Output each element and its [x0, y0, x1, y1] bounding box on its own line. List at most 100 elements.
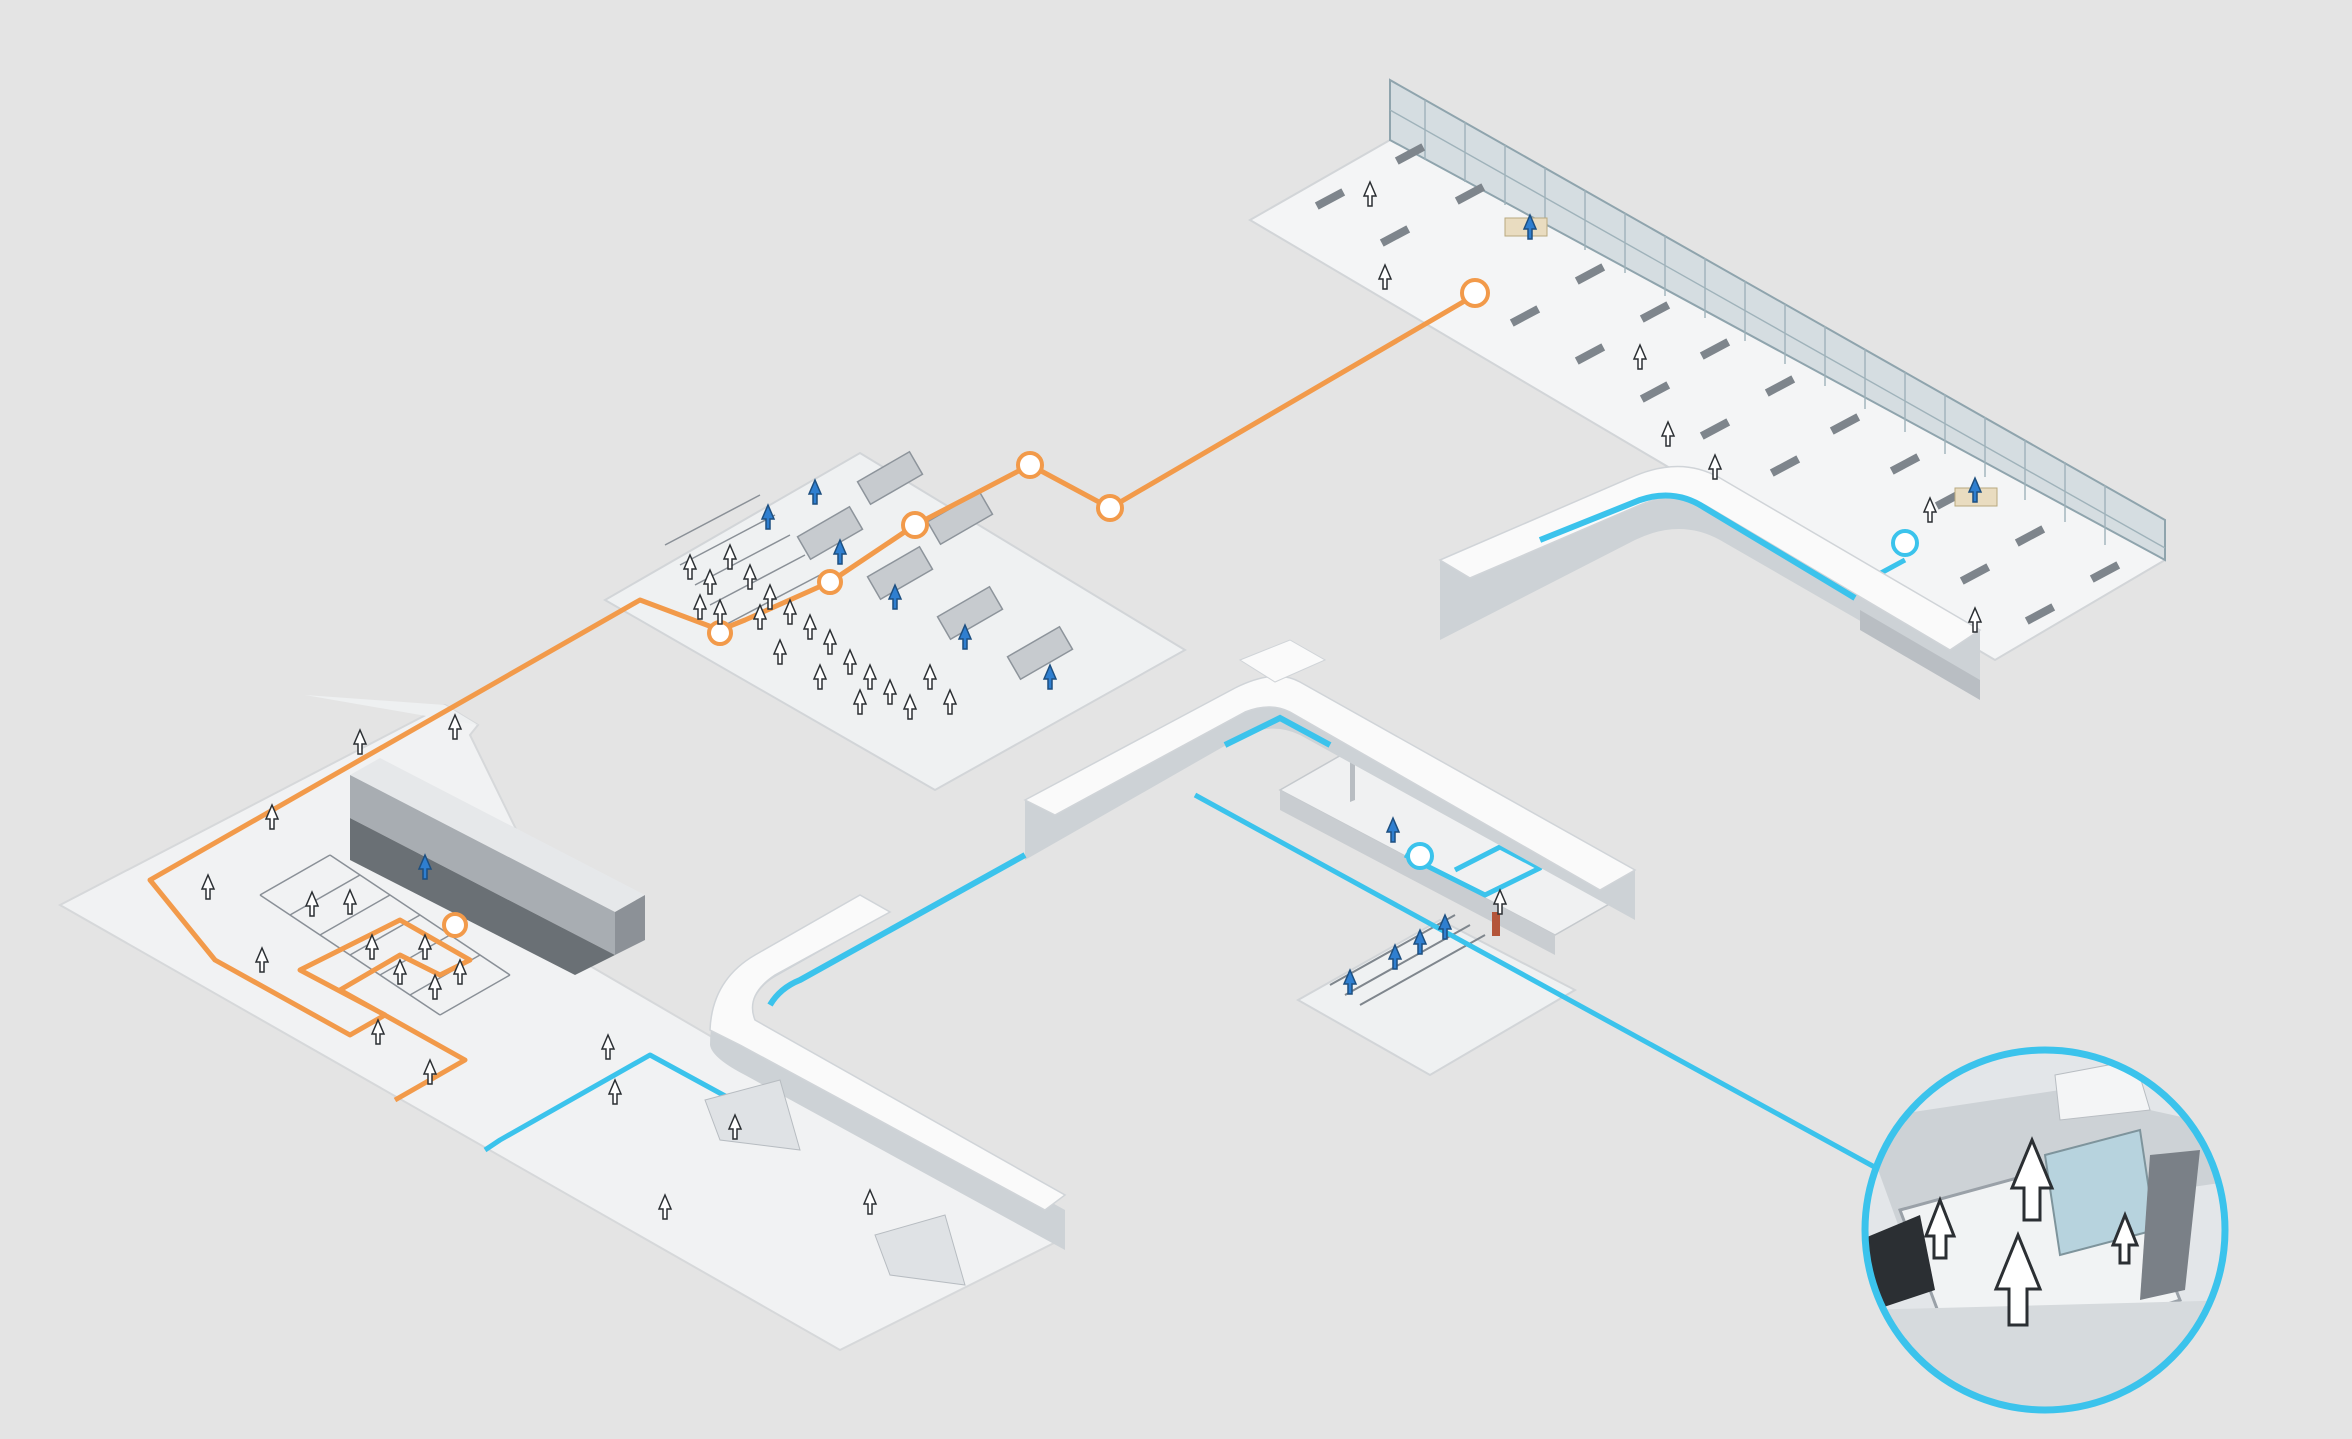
- detail-callout: [1861, 1046, 2229, 1414]
- passenger-arrow-icon: [802, 613, 818, 640]
- check-in-queue-rails: [259, 854, 511, 1016]
- security-lanes: [796, 450, 1074, 681]
- passenger-arrow-icon: [452, 958, 468, 985]
- staff-arrow-icon: [1522, 213, 1538, 240]
- passenger-arrow-icon: [447, 713, 463, 740]
- passenger-arrow-icon: [2009, 1136, 2055, 1222]
- passenger-arrow-icon: [882, 678, 898, 705]
- seat-row: [1314, 188, 1346, 210]
- passenger-arrow-icon: [862, 663, 878, 690]
- jet-bridge-middle: [1023, 639, 1637, 920]
- gate-door: [1492, 912, 1500, 936]
- floor-plate-security: [602, 451, 1187, 792]
- seat-row: [1639, 381, 1671, 403]
- seat-row: [2089, 561, 2121, 583]
- floor-plate-lounge: [1248, 138, 2166, 662]
- seat-row: [1959, 563, 1991, 585]
- seat-row: [1769, 455, 1801, 477]
- passenger-arrow-icon: [682, 553, 698, 580]
- bridge-cab: [704, 1079, 801, 1151]
- staff-arrow-icon: [1387, 943, 1403, 970]
- staff-arrow-icon: [1967, 476, 1983, 503]
- passenger-arrow-icon: [392, 958, 408, 985]
- passengers: [200, 180, 1983, 1220]
- passenger-arrow-icon: [600, 1033, 616, 1060]
- passenger-arrow-icon: [852, 688, 868, 715]
- landside-route: [147, 292, 1477, 1103]
- passenger-arrow-icon: [364, 933, 380, 960]
- passenger-arrow-icon: [1362, 180, 1378, 207]
- passenger-arrow-icon: [370, 1018, 386, 1045]
- passenger-arrow-icon: [1922, 496, 1938, 523]
- passenger-arrow-icon: [1660, 420, 1676, 447]
- passenger-arrow-icon: [1967, 606, 1983, 633]
- security-lane: [856, 450, 924, 506]
- passenger-arrow-icon: [922, 663, 938, 690]
- seat-row: [1699, 418, 1731, 440]
- passenger-arrow-icon: [752, 603, 768, 630]
- security-lane: [866, 545, 934, 601]
- passenger-arrow-icon: [1492, 888, 1508, 915]
- passenger-arrow-icon: [304, 890, 320, 917]
- jet-bridge-lower: [704, 852, 1067, 1286]
- staff-arrow-icon: [957, 623, 973, 650]
- waypoint-ring-icon: [1460, 278, 1490, 308]
- passenger-arrow-icon: [427, 973, 443, 1000]
- waypoint-ring-icon: [1096, 494, 1124, 522]
- seat-row: [1394, 143, 1426, 165]
- lounge-bridge-head: [1860, 610, 1980, 700]
- passenger-arrow-icon: [742, 563, 758, 590]
- staff-arrow-icon: [1437, 913, 1453, 940]
- waypoint-ring-icon: [1406, 842, 1434, 870]
- check-in-counter: [350, 758, 645, 975]
- seat-row: [2024, 603, 2056, 625]
- seat-row: [1639, 301, 1671, 323]
- passenger-arrow-icon: [200, 873, 216, 900]
- seat-row: [2014, 525, 2046, 547]
- waypoint-ring-icon: [1891, 529, 1919, 557]
- passenger-arrow-icon: [422, 1058, 438, 1085]
- passenger-arrow-icon: [812, 663, 828, 690]
- passenger-arrow-icon: [862, 1188, 878, 1215]
- passenger-arrow-icon: [1632, 343, 1648, 370]
- floor-plate-gate-room: [1295, 918, 1578, 1077]
- staff-arrow-icon: [1412, 928, 1428, 955]
- passenger-arrow-icon: [702, 568, 718, 595]
- jet-bridge-upper: [1438, 465, 1982, 690]
- passenger-arrow-icon: [2110, 1210, 2140, 1265]
- passenger-arrow-icon: [822, 628, 838, 655]
- security-lane: [796, 505, 864, 561]
- staff-arrow-icon: [1342, 968, 1358, 995]
- passenger-arrow-icon: [1707, 453, 1723, 480]
- lounge-glass-wall: [1389, 78, 2166, 562]
- waypoint-ring-icon: [901, 511, 929, 539]
- security-lane: [936, 585, 1004, 641]
- seat-row: [1509, 305, 1541, 327]
- waypoint-ring-icon: [707, 620, 733, 646]
- seat-row: [1379, 225, 1411, 247]
- passenger-arrow-icon: [352, 728, 368, 755]
- passenger-arrow-icon: [1377, 263, 1393, 290]
- passenger-arrow-icon: [1993, 1231, 2043, 1327]
- waypoint-ring-icon: [1016, 451, 1044, 479]
- seat-row: [1829, 413, 1861, 435]
- passenger-arrow-icon: [254, 946, 270, 973]
- waypoint-ring-icon: [817, 569, 843, 595]
- seat-row: [1699, 338, 1731, 360]
- passenger-arrow-icon: [607, 1078, 623, 1105]
- passenger-arrow-icon: [762, 583, 778, 610]
- passenger-arrow-icon: [1923, 1195, 1957, 1260]
- passenger-arrow-icon: [712, 598, 728, 625]
- seat-row: [1574, 343, 1606, 365]
- passenger-arrow-icon: [264, 803, 280, 830]
- staff-arrow-icon: [887, 583, 903, 610]
- staff-arrow-icon: [807, 478, 823, 505]
- passenger-arrow-icon: [902, 693, 918, 720]
- passenger-arrow-icon: [657, 1193, 673, 1220]
- bridge-cab: [874, 1214, 966, 1286]
- staff-arrow-icon: [832, 538, 848, 565]
- seat-row: [1574, 263, 1606, 285]
- magnifier-callout-icon: [1861, 1046, 2229, 1414]
- passenger-arrow-icon: [842, 648, 858, 675]
